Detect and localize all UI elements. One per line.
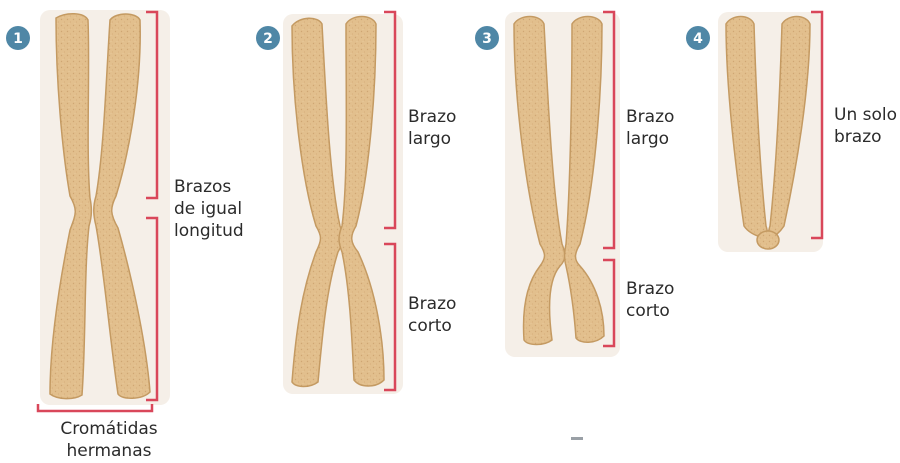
label-long-arm-2: Brazo largo (408, 106, 456, 150)
number-badge-3: 3 (475, 26, 499, 50)
svg-text:1: 1 (13, 31, 23, 47)
stray-mark (571, 437, 583, 440)
label-long-arm-3: Brazo largo (626, 106, 674, 150)
number-badge-4: 4 (686, 26, 710, 50)
number-badge-2: 2 (256, 26, 280, 50)
svg-text:4: 4 (693, 31, 703, 47)
label-short-arm-3: Brazo corto (626, 278, 674, 322)
centromere-4 (757, 231, 779, 249)
label-single-arm: Un solo brazo (834, 104, 897, 148)
label-sister-chromatids: Cromátidas hermanas (44, 418, 174, 462)
svg-text:2: 2 (263, 31, 273, 47)
bracket-1-bottom (38, 404, 152, 411)
label-equal-arms: Brazos de igual longitud (174, 176, 244, 242)
number-badge-1: 1 (6, 26, 30, 50)
svg-text:3: 3 (482, 31, 492, 47)
label-short-arm-2: Brazo corto (408, 293, 456, 337)
